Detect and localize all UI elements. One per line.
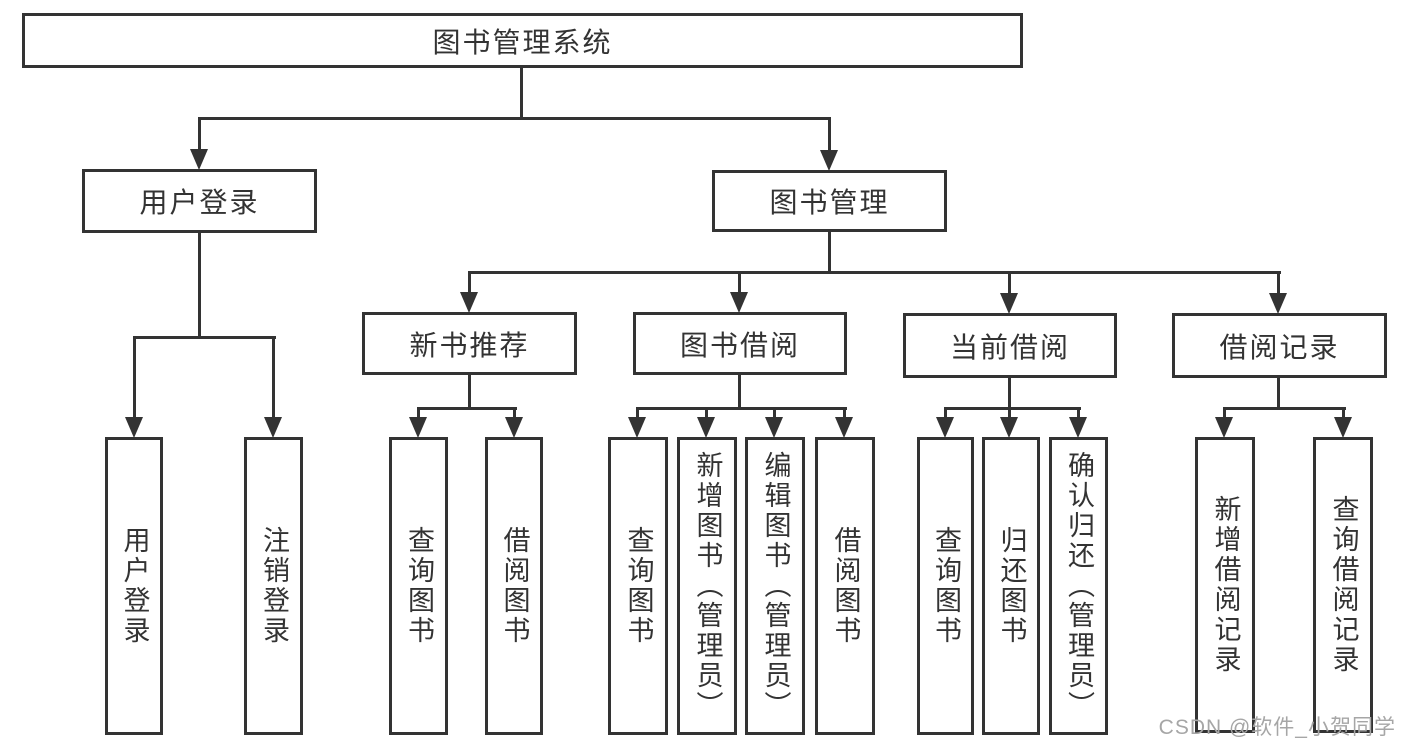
connector-line: [705, 407, 708, 419]
connector-line: [944, 407, 1081, 410]
connector-line: [1077, 407, 1080, 419]
connector-line: [520, 68, 523, 119]
connector-line: [133, 336, 276, 339]
leaf-borrow-add-books: 新增图书（管理员）: [677, 437, 737, 735]
leaf-records-query-record-label: 查询借阅记录: [1328, 495, 1359, 675]
node-new-book-recommend-label: 新书推荐: [409, 329, 530, 361]
leaf-records-add-record: 新增借阅记录: [1195, 437, 1255, 733]
leaf-current-confirm-return-label: 确认归还（管理员）: [1064, 451, 1094, 721]
connector-line: [513, 407, 516, 419]
connector-arrow: [835, 417, 853, 438]
node-book-management-label: 图书管理: [769, 187, 890, 218]
connector-line: [738, 375, 741, 410]
connector-arrow: [1334, 417, 1352, 438]
connector-line: [828, 232, 831, 274]
connector-line: [1277, 378, 1280, 410]
connector-line: [843, 407, 846, 419]
leaf-current-query-books: 查询图书: [917, 437, 974, 735]
leaf-current-confirm-return: 确认归还（管理员）: [1049, 437, 1108, 735]
node-root: 图书管理系统: [22, 13, 1023, 68]
watermark: CSDN @软件_小贺同学: [1158, 716, 1396, 739]
leaf-logout-label: 注销登录: [259, 526, 289, 646]
leaf-newbook-borrow-books: 借阅图书: [485, 437, 543, 735]
leaf-user-login-label: 用户登录: [119, 526, 150, 646]
connector-arrow: [264, 417, 282, 438]
node-book-borrow: 图书借阅: [633, 312, 847, 375]
connector-line: [198, 117, 831, 120]
node-borrow-records-label: 借阅记录: [1219, 331, 1340, 363]
connector-line: [133, 336, 136, 421]
connector-line: [636, 407, 639, 419]
connector-line: [944, 407, 947, 419]
leaf-user-login: 用户登录: [105, 437, 163, 735]
connector-line: [636, 407, 847, 410]
leaf-newbook-borrow-books-label: 借阅图书: [499, 526, 530, 646]
connector-line: [828, 117, 831, 155]
connector-arrow: [1000, 293, 1018, 314]
leaf-borrow-query-books: 查询图书: [608, 437, 668, 735]
node-book-management: 图书管理: [712, 170, 947, 232]
leaf-borrow-add-books-label: 新增图书（管理员）: [692, 451, 723, 721]
leaf-records-query-record: 查询借阅记录: [1313, 437, 1373, 733]
leaf-borrow-borrow-books: 借阅图书: [815, 437, 875, 735]
connector-arrow: [505, 417, 523, 438]
node-book-borrow-label: 图书借阅: [679, 329, 800, 361]
connector-line: [198, 233, 201, 339]
connector-arrow: [1269, 293, 1287, 314]
connector-line: [1008, 407, 1011, 419]
leaf-newbook-query-books-label: 查询图书: [404, 526, 434, 646]
leaf-newbook-query-books: 查询图书: [389, 437, 448, 735]
connector-line: [417, 407, 517, 410]
leaf-current-return-books-label: 归还图书: [996, 526, 1027, 646]
connector-line: [1223, 407, 1226, 419]
connector-arrow: [1000, 417, 1018, 438]
connector-line: [1008, 271, 1011, 297]
node-root-label: 图书管理系统: [432, 26, 613, 58]
node-user-login-label: 用户登录: [139, 187, 260, 218]
connector-arrow: [730, 292, 748, 313]
connector-line: [773, 407, 776, 419]
connector-line: [198, 117, 201, 154]
connector-arrow: [765, 417, 783, 438]
connector-arrow: [190, 149, 208, 170]
leaf-logout: 注销登录: [244, 437, 303, 735]
connector-arrow: [1069, 417, 1087, 438]
connector-line: [417, 407, 420, 419]
node-new-book-recommend: 新书推荐: [362, 312, 577, 375]
connector-arrow: [820, 150, 838, 171]
connector-line: [468, 271, 1281, 274]
connector-arrow: [1215, 417, 1233, 438]
connector-line: [1008, 378, 1011, 410]
leaf-current-query-books-label: 查询图书: [931, 526, 961, 646]
connector-arrow: [125, 417, 143, 438]
leaf-borrow-query-books-label: 查询图书: [623, 526, 654, 646]
node-current-borrow: 当前借阅: [903, 313, 1117, 378]
connector-line: [738, 271, 741, 296]
leaf-borrow-edit-books-label: 编辑图书（管理员）: [760, 451, 791, 721]
leaf-borrow-edit-books: 编辑图书（管理员）: [745, 437, 805, 735]
connector-line: [468, 375, 471, 410]
leaf-records-add-record-label: 新增借阅记录: [1210, 495, 1241, 675]
connector-arrow: [697, 417, 715, 438]
node-user-login: 用户登录: [82, 169, 317, 233]
node-borrow-records: 借阅记录: [1172, 313, 1387, 378]
connector-arrow: [628, 417, 646, 438]
connector-arrow: [460, 292, 478, 313]
connector-line: [272, 336, 275, 421]
connector-arrow: [409, 417, 427, 438]
connector-line: [468, 271, 471, 296]
leaf-borrow-borrow-books-label: 借阅图书: [830, 526, 861, 646]
leaf-current-return-books: 归还图书: [982, 437, 1040, 735]
connector-line: [1277, 271, 1280, 297]
connector-line: [1342, 407, 1345, 419]
connector-line: [1223, 407, 1346, 410]
node-current-borrow-label: 当前借阅: [949, 331, 1070, 363]
connector-arrow: [936, 417, 954, 438]
